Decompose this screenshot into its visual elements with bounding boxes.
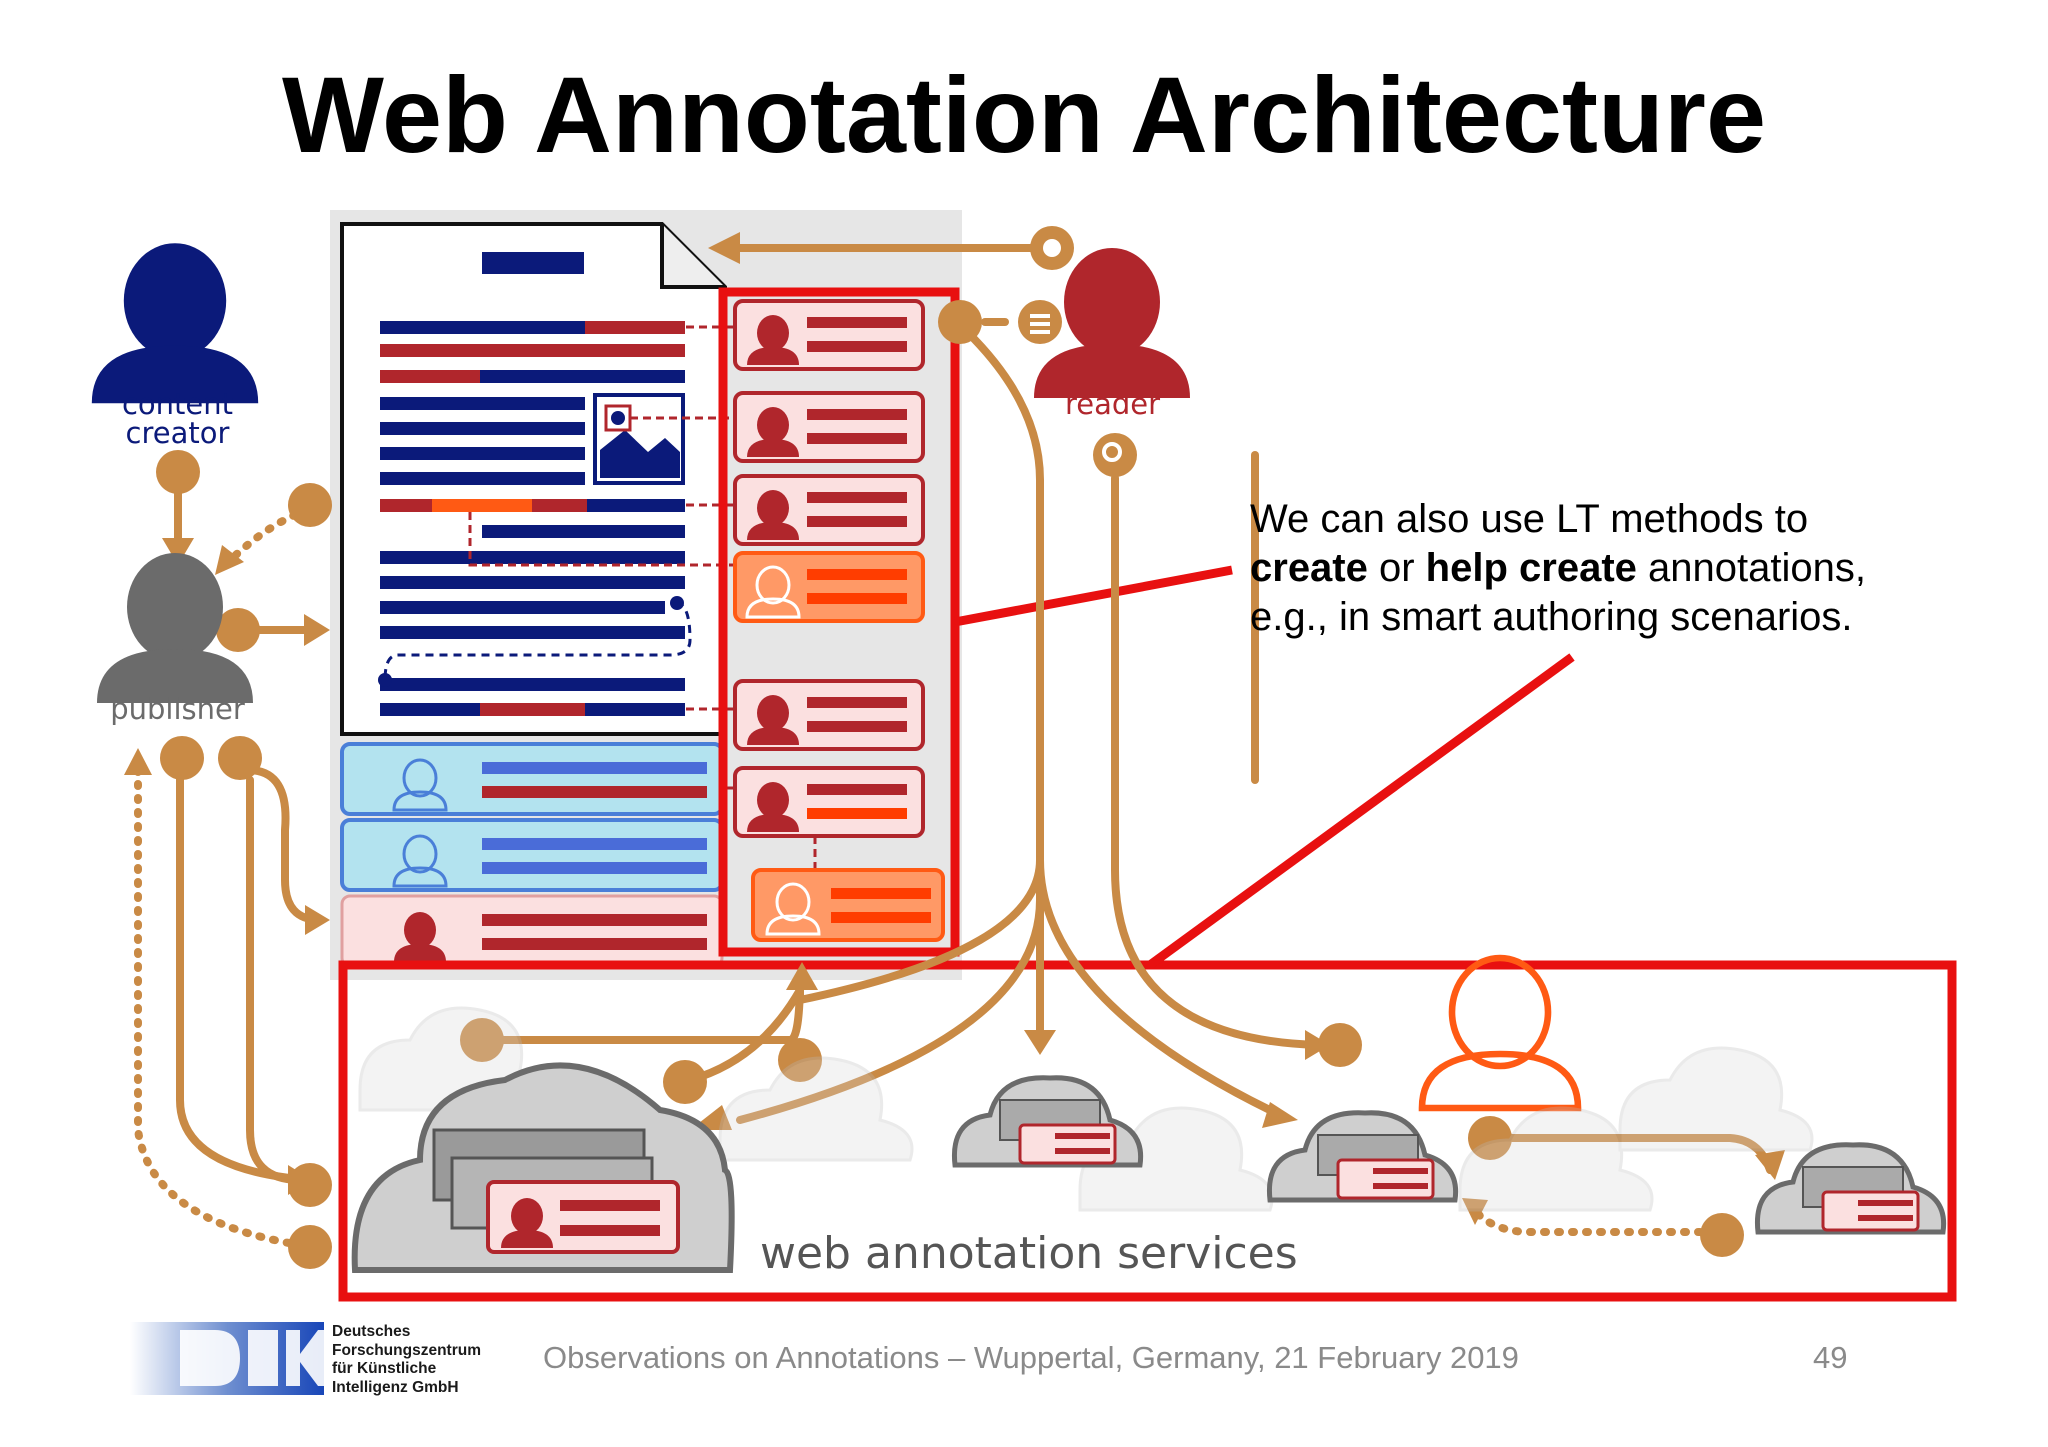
pencil-icon [156,450,200,494]
footer-text: Observations on Annotations – Wuppertal,… [543,1340,1519,1375]
person-outline-icon [1422,958,1578,1108]
alert-icon [288,483,332,527]
feed-icon [663,1060,707,1104]
label-publisher: publisher [110,692,245,726]
annotation-cards [733,299,945,942]
cloud-services [351,1006,1947,1273]
page-number: 49 [1813,1340,1848,1375]
label-content-creator: content creator [121,387,234,450]
navy-dotted-connector [383,601,692,681]
annotation-card [733,391,925,463]
feed-icon [778,1038,822,1082]
search-icon [1093,433,1137,477]
download-icon [288,1163,332,1207]
question-icon [160,736,204,780]
feed-icon [216,608,260,652]
annotation-card [733,766,925,838]
page-fold [660,224,725,289]
annotation-card-orange [751,868,945,942]
callout-pointer-2 [1147,653,1575,969]
document-text-lines [380,252,685,716]
feed-icon [460,1018,504,1062]
annotation-card-orange [733,551,925,623]
feed-icon [218,736,262,780]
callout-pointer-1 [954,565,1233,627]
feed-icon [1318,1023,1362,1067]
services-label: web annotation services [760,1228,1298,1279]
label-reader: reader [1064,387,1161,421]
alert-icon [288,1225,332,1269]
content-creator-icon [91,243,259,404]
highlight-box-services [338,960,1957,1302]
org-name: Deutsches Forschungszentrum für Künstlic… [332,1323,481,1396]
share-icon [1468,1116,1512,1160]
callout-text: We can also use LT methods to create or … [1250,497,1866,639]
tan-badges [156,226,1744,1269]
slide-title: Web Annotation Architecture [281,54,1767,175]
annotation-card [733,474,925,546]
annotation-card [733,679,925,751]
flow-arrows [174,244,1774,1184]
feed-icon [938,300,982,344]
refresh-icon [1700,1213,1744,1257]
document-annotation-cards [340,742,724,968]
annotation-card [733,299,925,371]
dfki-logo [130,1322,324,1395]
